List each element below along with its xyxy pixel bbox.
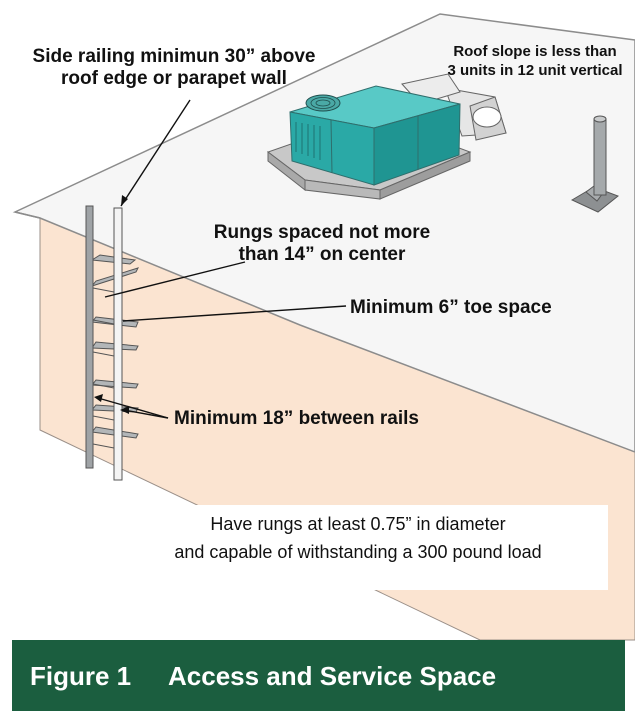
side-railing-line-2: roof edge or parapet wall [61, 68, 287, 89]
hvac-unit [289, 85, 461, 186]
side-railing-label: Side railing minimun 30” above roof edge… [14, 46, 334, 90]
toe-space-label: Minimum 6” toe space [350, 297, 552, 318]
roof-slope-label: Roof slope is less than 3 units in 12 un… [437, 42, 633, 80]
rung-cross [92, 287, 115, 449]
rungs-spaced-line-1: Rungs spaced not more [213, 222, 431, 243]
footnote-backing [108, 505, 608, 590]
rungs-spaced-label: Rungs spaced not more than 14” on center [200, 222, 444, 266]
ladder-rail-front [113, 207, 123, 481]
rung-requirements-note: Have rungs at least 0.75” in diameter an… [118, 510, 598, 566]
roof-slope-line-1: Roof slope is less than [453, 43, 617, 60]
roof-slope-line-2: 3 units in 12 unit vertical [447, 62, 623, 79]
side-railing-line-1: Side railing minimun 30” above [32, 46, 316, 67]
vent-pipe [570, 115, 619, 213]
rung-note-line-1: Have rungs at least 0.75” in diameter [210, 514, 506, 534]
leader-lines [94, 99, 347, 419]
condenser-fan-grille [305, 94, 341, 112]
figure-title: Access and Service Space [168, 661, 497, 691]
rungs-spaced-line-2: than 14” on center [238, 244, 406, 265]
figure-number: Figure 1 [30, 661, 132, 691]
rung-note-line-2: and capable of withstanding a 300 pound … [174, 542, 542, 562]
ladder-rail-rear [85, 205, 94, 469]
figure-caption-bar: Figure 1 Access and Service Space [12, 640, 625, 711]
between-rails-label: Minimum 18” between rails [174, 408, 419, 429]
